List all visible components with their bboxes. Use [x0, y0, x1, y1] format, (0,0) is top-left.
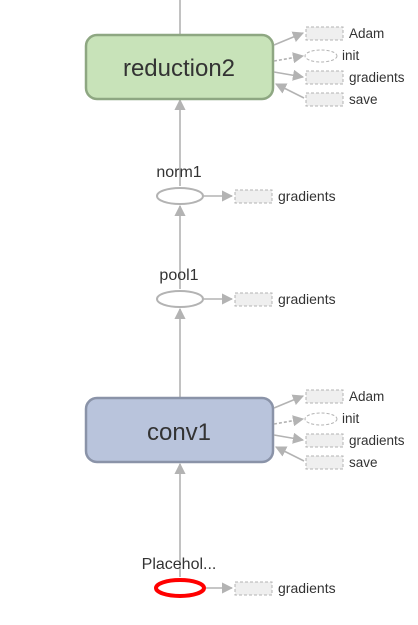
norm1-gradients-node[interactable]	[234, 189, 273, 204]
pool1-node[interactable]	[156, 290, 204, 308]
edge-reduction2-to-init	[273, 52, 305, 64]
reduction2-save-node[interactable]	[305, 92, 344, 107]
conv1-node[interactable]: conv1	[84, 396, 275, 464]
reduction2-init-node[interactable]	[304, 49, 338, 63]
placeholder-label: Placehol...	[142, 556, 217, 573]
edge-reduction2-to-adam	[273, 31, 305, 46]
placeholder-node[interactable]	[154, 578, 206, 598]
edge-reduction2-to-gradients	[273, 69, 305, 81]
edge-conv1-to-init	[273, 415, 305, 427]
conv1-init-node[interactable]	[304, 412, 338, 426]
conv1-save-node[interactable]	[305, 455, 344, 470]
conv1-adam-node[interactable]	[305, 389, 344, 404]
reduction2-init-label: init	[342, 48, 360, 63]
norm1-node[interactable]	[156, 187, 204, 205]
reduction2-gradients-label: gradients	[349, 70, 405, 85]
conv1-adam-label: Adam	[349, 389, 384, 404]
edge-conv1-to-gradients	[273, 432, 305, 444]
pool1-gradients-node[interactable]	[234, 292, 273, 307]
edge-save-to-conv1	[274, 446, 305, 462]
pool1-label: pool1	[159, 267, 198, 284]
conv1-init-label: init	[342, 411, 360, 426]
reduction2-save-label: save	[349, 92, 378, 107]
conv1-box[interactable]	[84, 396, 275, 464]
edge-conv1-to-adam	[273, 394, 305, 409]
reduction2-gradients-node[interactable]	[305, 70, 344, 85]
norm1-gradients-label: gradients	[278, 188, 336, 204]
placeholder-gradients-node[interactable]	[234, 581, 273, 596]
conv1-save-label: save	[349, 455, 378, 470]
placeholder-gradients-label: gradients	[278, 580, 336, 596]
reduction2-label: reduction2	[123, 55, 235, 82]
reduction2-node[interactable]: reduction2	[84, 33, 275, 101]
reduction2-adam-label: Adam	[349, 26, 384, 41]
conv1-gradients-label: gradients	[349, 433, 405, 448]
pool1-gradients-label: gradients	[278, 291, 336, 307]
conv1-gradients-node[interactable]	[305, 433, 344, 448]
reduction2-adam-node[interactable]	[305, 26, 344, 41]
edge-save-to-reduction2	[274, 83, 305, 99]
reduction2-box[interactable]	[84, 33, 275, 101]
conv1-label: conv1	[147, 419, 211, 446]
norm1-label: norm1	[156, 164, 201, 181]
